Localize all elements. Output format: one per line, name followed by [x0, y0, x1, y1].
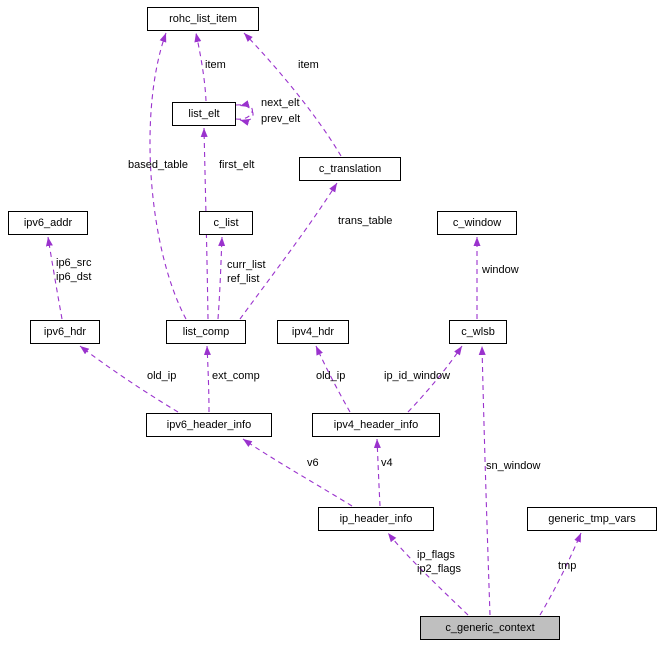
- edge-c_generic_context-ip_header_info: [387, 532, 469, 616]
- node-c_generic_context: c_generic_context: [420, 616, 560, 640]
- edge-label-item-ctrans: item: [298, 59, 319, 71]
- node-c_list[interactable]: c_list: [199, 211, 253, 235]
- edge-ipv6_hdr-ipv6_addr: [45, 236, 63, 320]
- edge-c_generic_context-c_wlsb: [478, 345, 491, 616]
- edge-label-ip_flags-ip2_flags: ip_flags ip2_flags: [417, 549, 462, 575]
- edge-list_comp-rohc_list_item: [149, 32, 187, 320]
- edge-ip_header_info-ipv4_header_info: [373, 438, 381, 507]
- edge-list_elt-self-next: [235, 100, 253, 120]
- node-c_wlsb[interactable]: c_wlsb: [449, 320, 507, 344]
- node-ipv4_hdr[interactable]: ipv4_hdr: [277, 320, 349, 344]
- edge-label-window: window: [482, 264, 519, 276]
- edge-ip_header_info-ipv6_header_info: [242, 438, 353, 507]
- edge-list_comp-c_translation: [239, 182, 338, 320]
- edge-label-based_table: based_table: [128, 159, 188, 171]
- edge-c_generic_context-generic_tmp_vars: [539, 532, 582, 616]
- node-c_window[interactable]: c_window: [437, 211, 517, 235]
- edge-ipv4_header_info-ipv4_hdr: [315, 345, 351, 413]
- edge-label-next_elt: next_elt: [261, 97, 300, 109]
- node-ipv6_hdr[interactable]: ipv6_hdr: [30, 320, 100, 344]
- node-c_translation[interactable]: c_translation: [299, 157, 401, 181]
- edge-label-sn_window: sn_window: [486, 460, 541, 472]
- node-rohc_list_item[interactable]: rohc_list_item: [147, 7, 259, 31]
- edge-label-v4: v4: [381, 457, 393, 469]
- edge-list_elt-self-prev: [235, 104, 254, 126]
- node-ipv6_header_info[interactable]: ipv6_header_info: [146, 413, 272, 437]
- node-list_elt[interactable]: list_elt: [172, 102, 236, 126]
- edge-label-curr_list-ref_list: curr_list ref_list: [227, 259, 266, 285]
- edge-label-item-listelt: item: [205, 59, 226, 71]
- edge-label-ip_id_window: ip_id_window: [384, 370, 451, 382]
- edge-label-ext_comp: ext_comp: [212, 370, 260, 382]
- edge-label-old_ip-v6: old_ip: [147, 370, 177, 382]
- node-list_comp[interactable]: list_comp: [166, 320, 246, 344]
- edge-label-v6: v6: [307, 457, 319, 469]
- edge-ipv6_header_info-ipv6_hdr: [79, 345, 179, 413]
- node-ip_header_info[interactable]: ip_header_info: [318, 507, 434, 531]
- edge-label-first_elt: first_elt: [219, 159, 255, 171]
- edge-label-ip6_src-ip6_dst: ip6_src ip6_dst: [56, 257, 92, 283]
- node-ipv4_header_info[interactable]: ipv4_header_info: [312, 413, 440, 437]
- edge-label-trans_table: trans_table: [338, 215, 393, 227]
- edge-ipv6_header_info-list_comp: [203, 345, 211, 413]
- edge-c_translation-rohc_list_item: [243, 32, 342, 157]
- edge-label-prev_elt: prev_elt: [261, 113, 301, 125]
- edge-label-tmp: tmp: [558, 560, 577, 572]
- node-ipv6_addr[interactable]: ipv6_addr: [8, 211, 88, 235]
- edge-list_comp-c_list: [217, 236, 226, 320]
- edge-label-old_ip-v4: old_ip: [316, 370, 346, 382]
- node-generic_tmp_vars[interactable]: generic_tmp_vars: [527, 507, 657, 531]
